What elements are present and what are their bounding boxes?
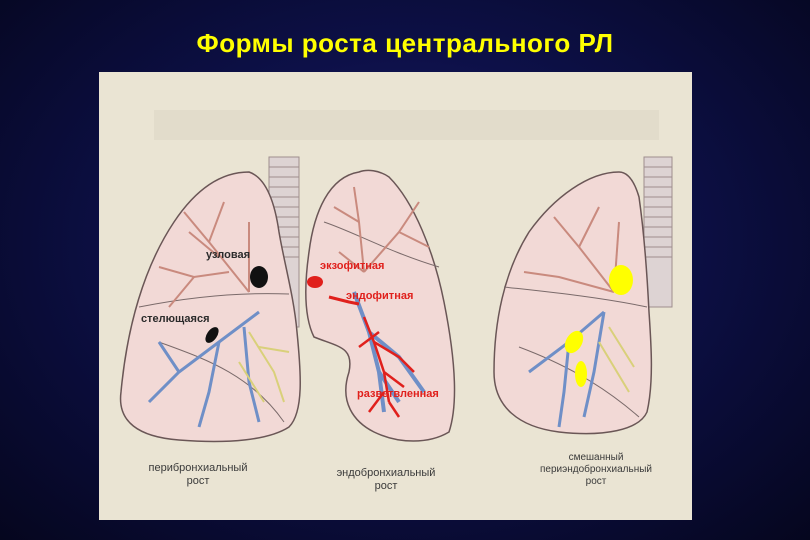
label-nodular: узловая [206,249,251,261]
tumor-exophytic [307,276,323,288]
label-endophytic: эндофитная [346,290,414,302]
caption-mixed-line1: смешанный [568,452,624,463]
tumor-mixed-middle [564,330,584,354]
caption-endobronchial: эндобронхиальный рост [301,467,471,493]
tumor-mixed-lower [575,361,587,387]
label-branched: разветвленная [357,388,439,400]
tumor-branched [358,316,415,418]
tumor-mixed-upper [609,265,633,295]
left-panel-peribronchial [119,156,301,443]
caption-mixed: смешанный периэндобронхиальный рост [506,452,686,488]
caption-peribronchial-line1: перибронхиальный [148,462,248,474]
right-panel-mixed [493,156,673,435]
lung-diagram-svg [119,110,673,443]
middle-lung-shape [304,169,456,442]
tumor-nodular [250,266,268,288]
right-lung-shape [493,171,653,435]
faded-banner [154,110,659,140]
caption-mixed-line2: периэндобронхиальный [539,464,652,475]
middle-panel-endobronchial [304,169,456,442]
caption-peribronchial: перибронхиальный рост [113,462,283,488]
caption-endobronchial-line1: эндобронхиальный [336,467,436,479]
tumor-spreading [205,327,219,343]
tumor-endophytic [328,295,360,306]
left-lung-shape [119,171,301,443]
caption-endobronchial-line2: рост [374,480,398,492]
lung-diagram-figure: узловая экзофитная эндофитная стелющаяся… [99,72,692,520]
right-trachea [643,156,673,308]
caption-peribronchial-line2: рост [186,475,210,487]
label-spreading: стелющаяся [141,313,210,325]
slide-title: Формы роста центрального РЛ [196,28,614,58]
caption-mixed-line3: рост [585,476,607,487]
label-exophytic: экзофитная [320,260,385,272]
